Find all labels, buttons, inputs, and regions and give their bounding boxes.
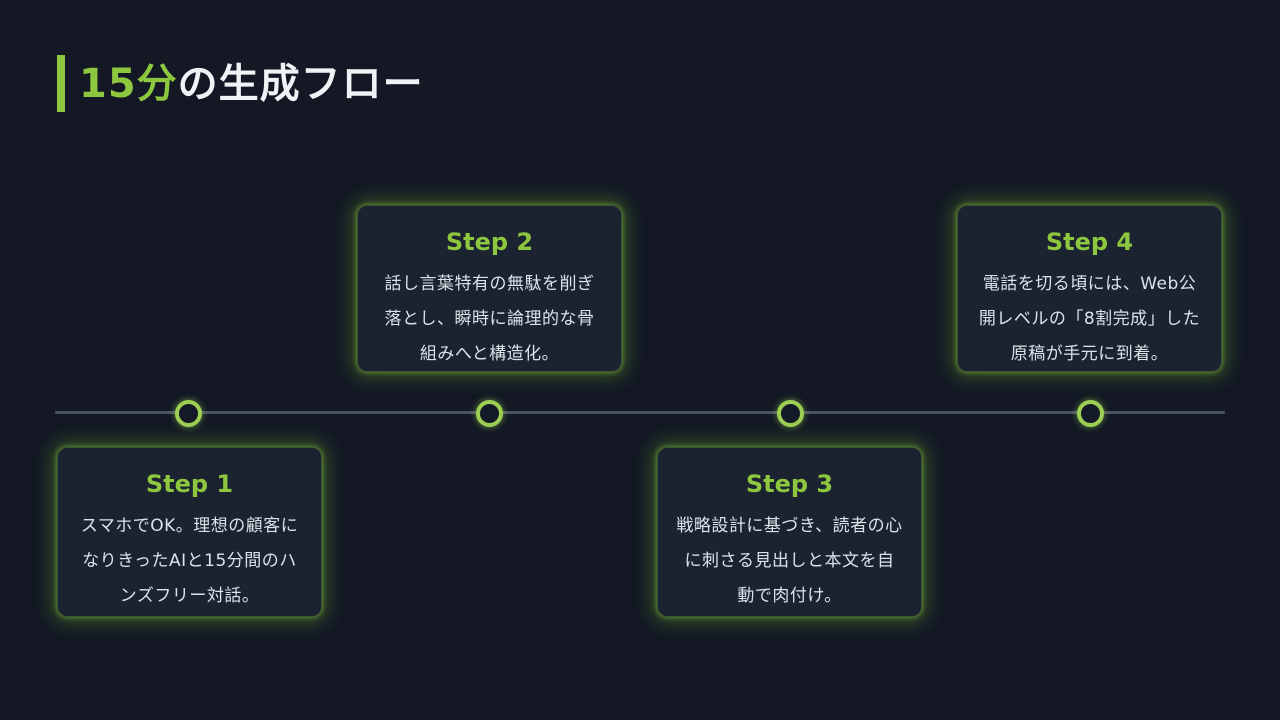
- timeline-node-step3: [777, 400, 804, 427]
- timeline-node-step4: [1077, 400, 1104, 427]
- slide-title: 15分の生成フロー: [57, 55, 424, 112]
- step-description: 電話を切る頃には、Web公開レベルの「8割完成」した原稿が手元に到着。: [978, 273, 1201, 364]
- step-label: Step 3: [745, 470, 834, 498]
- step-card-2: Step 2 話し言葉特有の無駄を削ぎ落とし、瞬時に論理的な骨組みへと構造化。: [357, 205, 622, 372]
- timeline-node-step2: [476, 400, 503, 427]
- step-description: スマホでOK。理想の顧客になりきったAIと15分間のハンズフリー対話。: [80, 515, 299, 606]
- step-description: 話し言葉特有の無駄を削ぎ落とし、瞬時に論理的な骨組みへと構造化。: [384, 273, 595, 364]
- step-card-3: Step 3 戦略設計に基づき、読者の心に刺さる見出しと本文を自動で肉付け。: [657, 447, 922, 617]
- title-accent-bar: [57, 55, 65, 112]
- step-card-4: Step 4 電話を切る頃には、Web公開レベルの「8割完成」した原稿が手元に到…: [957, 205, 1222, 372]
- step-description: 戦略設計に基づき、読者の心に刺さる見出しと本文を自動で肉付け。: [676, 515, 903, 606]
- timeline-node-step1: [175, 400, 202, 427]
- timeline-line: [55, 411, 1225, 414]
- step-label: Step 4: [1045, 228, 1134, 256]
- page-title-rest: の生成フロー: [177, 60, 424, 107]
- step-label: Step 1: [145, 470, 234, 498]
- step-label: Step 2: [445, 228, 534, 256]
- page-title-highlight: 15分: [79, 60, 178, 107]
- page-title: 15分の生成フロー: [79, 62, 424, 106]
- step-card-1: Step 1 スマホでOK。理想の顧客になりきったAIと15分間のハンズフリー対…: [57, 447, 322, 617]
